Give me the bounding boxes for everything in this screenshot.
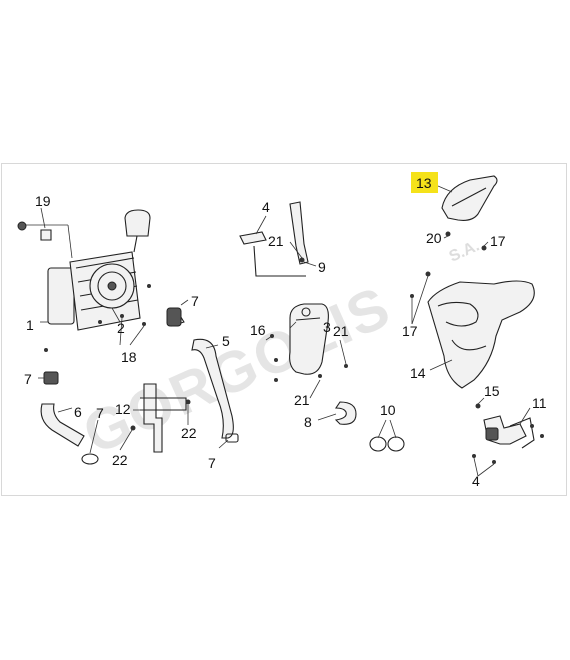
hose-clamps	[369, 419, 405, 452]
callout-13-highlighted: 13	[416, 175, 432, 191]
clamp-ring-right	[387, 436, 405, 452]
callout-4: 4	[472, 473, 480, 489]
lower-bracket-assembly	[472, 397, 544, 477]
hose-clamp-icon	[43, 371, 59, 385]
reservoir-assembly	[239, 201, 357, 425]
callout-16: 16	[250, 322, 266, 338]
callout-7: 7	[24, 371, 32, 387]
callout-1: 1	[26, 317, 34, 333]
callout-15: 15	[484, 383, 500, 399]
callout-7: 7	[191, 293, 199, 309]
clamp-ring-left	[369, 436, 387, 452]
radiator-tank	[47, 267, 75, 325]
callout-10: 10	[380, 402, 396, 418]
callout-7: 7	[208, 455, 216, 471]
callout-20: 20	[426, 230, 442, 246]
bracket	[143, 383, 163, 453]
callout-17: 17	[490, 233, 506, 249]
callout-18: 18	[121, 349, 137, 365]
cover-assembly	[410, 175, 535, 389]
diagram-frame	[1, 163, 567, 496]
coolant-reservoir	[289, 303, 329, 375]
lower-hose-assembly	[38, 371, 99, 465]
callout-12: 12	[115, 401, 131, 417]
side-cover	[441, 175, 498, 221]
expansion-tank	[124, 209, 151, 237]
lower-hose	[40, 403, 85, 447]
highlight-box	[411, 172, 438, 193]
callout-11: 11	[532, 395, 547, 411]
callout-21: 21	[333, 323, 349, 339]
callout-labels: 19 1 2 18 7 7 6 7 12 22 22 5 7 4 21 9 16…	[24, 175, 547, 489]
coolant-hose	[191, 338, 234, 439]
reservoir-cap	[239, 231, 267, 245]
hose-clamp-ring	[81, 453, 99, 465]
callout-5: 5	[222, 333, 230, 349]
callout-3: 3	[323, 319, 331, 335]
callout-21: 21	[268, 233, 284, 249]
upper-hose-assembly	[166, 299, 239, 449]
mounting-bracket	[119, 383, 191, 453]
callout-7: 7	[96, 405, 104, 421]
reservoir-hose	[334, 401, 357, 425]
callout-21: 21	[294, 392, 310, 408]
callout-9: 9	[318, 259, 326, 275]
callout-4: 4	[262, 199, 270, 215]
callout-22: 22	[112, 452, 128, 468]
callout-14: 14	[410, 365, 426, 381]
callout-17: 17	[402, 323, 418, 339]
callout-6: 6	[74, 404, 82, 420]
grommet-icon	[40, 229, 52, 241]
radiator-assembly	[17, 207, 151, 352]
filler-neck	[289, 201, 309, 265]
callout-19: 19	[35, 193, 51, 209]
callout-2: 2	[117, 320, 125, 336]
watermark-suffix: S.A.	[447, 237, 482, 265]
callout-22: 22	[181, 425, 197, 441]
clip-icon	[17, 221, 27, 231]
callout-8: 8	[304, 414, 312, 430]
inner-fender	[427, 280, 535, 389]
